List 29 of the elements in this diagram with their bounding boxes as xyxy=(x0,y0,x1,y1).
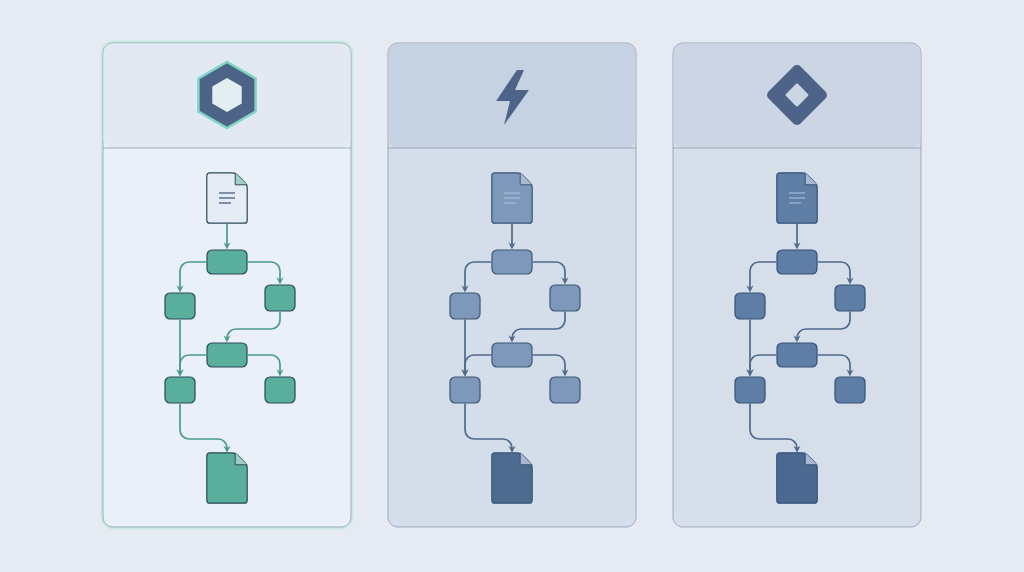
process-box xyxy=(549,284,581,312)
panel-card xyxy=(672,42,922,528)
arrow xyxy=(749,402,801,453)
document-icon xyxy=(776,172,818,224)
process-box xyxy=(449,376,481,404)
arrow xyxy=(464,402,516,453)
process-box xyxy=(206,249,248,275)
document-icon xyxy=(776,452,818,504)
document-icon xyxy=(491,452,533,504)
process-box xyxy=(734,376,766,404)
arrow xyxy=(179,402,231,453)
process-box xyxy=(834,376,866,404)
process-box xyxy=(834,284,866,312)
process-box xyxy=(776,249,818,275)
process-box xyxy=(264,376,296,404)
process-box xyxy=(449,292,481,320)
panel-card xyxy=(387,42,637,528)
document-icon xyxy=(491,172,533,224)
document-icon xyxy=(206,172,248,224)
document-icon xyxy=(206,452,248,504)
process-box xyxy=(776,342,818,368)
process-box xyxy=(549,376,581,404)
process-box xyxy=(264,284,296,312)
process-box xyxy=(164,376,196,404)
process-box xyxy=(164,292,196,320)
process-box xyxy=(734,292,766,320)
process-box xyxy=(491,342,533,368)
process-box xyxy=(491,249,533,275)
process-box xyxy=(206,342,248,368)
